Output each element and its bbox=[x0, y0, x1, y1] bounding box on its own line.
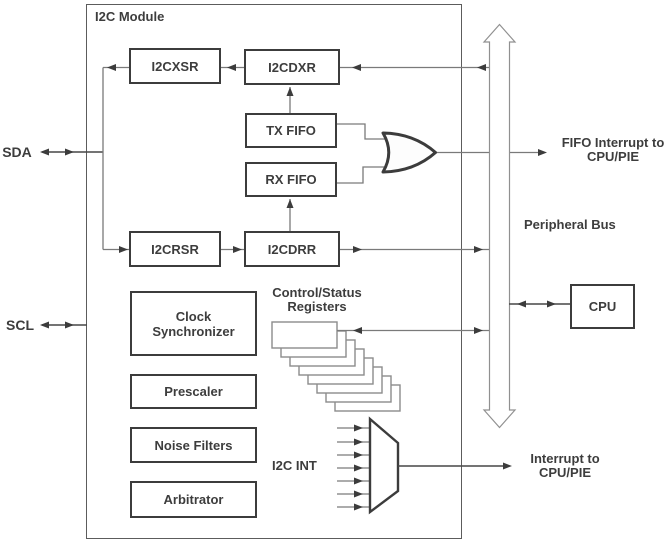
registers-to-bus-arrow bbox=[337, 327, 489, 334]
block-i2cdxr: I2CDXR bbox=[244, 49, 340, 85]
arrow-right-icon bbox=[354, 451, 363, 459]
block-prescaler: Prescaler bbox=[130, 374, 257, 409]
arrow-right-icon bbox=[119, 246, 128, 253]
fifo-interrupt-line2: CPU/PIE bbox=[586, 149, 639, 164]
control-status-line1: Control/Status bbox=[272, 285, 362, 300]
arrow-right-icon bbox=[354, 503, 363, 511]
arrow-right-icon bbox=[474, 327, 483, 334]
arrow-right-icon bbox=[353, 246, 362, 253]
interrupt-output-arrow bbox=[398, 462, 512, 470]
block-label: Clock Synchronizer bbox=[152, 308, 235, 339]
register-sheet bbox=[271, 321, 338, 349]
arrow-right-icon bbox=[65, 321, 74, 329]
i2c-int-label: I2C INT bbox=[272, 458, 317, 473]
interrupt-mux bbox=[368, 416, 400, 515]
arrow-left-icon bbox=[40, 148, 49, 156]
arrow-up-icon bbox=[286, 199, 294, 208]
sda-bidirectional-arrow bbox=[40, 148, 103, 156]
peripheral-bus-arrow bbox=[482, 23, 517, 429]
arrow-left-icon bbox=[517, 300, 526, 308]
arrow-left-icon bbox=[40, 321, 49, 329]
i2cdrr-to-bus-arrow bbox=[340, 246, 489, 253]
block-label: Noise Filters bbox=[154, 437, 233, 453]
block-i2cdrr: I2CDRR bbox=[244, 231, 340, 267]
scl-bidirectional-arrow bbox=[40, 321, 87, 329]
txfifo-to-i2cdxr-arrow bbox=[286, 87, 294, 113]
block-label: CPU bbox=[588, 299, 617, 314]
block-label: I2CRSR bbox=[151, 241, 199, 257]
txfifo-to-orgate-line bbox=[337, 123, 386, 140]
block-noise-filters: Noise Filters bbox=[130, 427, 257, 463]
block-label: I2CDRR bbox=[267, 241, 317, 257]
block-tx-fifo: TX FIFO bbox=[245, 113, 337, 148]
module-title: I2C Module bbox=[95, 9, 165, 24]
bus-to-cpu-arrow bbox=[509, 300, 570, 308]
arrow-right-icon bbox=[547, 300, 556, 308]
i2cdxr-to-i2cxsr-arrow bbox=[221, 64, 244, 71]
fifo-interrupt-label: FIFO Interrupt to CPU/PIE bbox=[557, 136, 669, 164]
i2c-module-boundary bbox=[86, 4, 462, 539]
block-label: I2CDXR bbox=[268, 59, 316, 75]
arrow-left-icon bbox=[107, 64, 116, 71]
rxfifo-to-orgate-line bbox=[337, 166, 386, 184]
arrow-left-icon bbox=[352, 64, 361, 71]
block-label: TX FIFO bbox=[266, 123, 316, 138]
arrow-left-icon bbox=[227, 64, 236, 71]
arrow-right-icon bbox=[65, 148, 74, 156]
block-label: Arbitrator bbox=[163, 492, 224, 507]
block-rx-fifo: RX FIFO bbox=[245, 162, 337, 197]
arrow-left-icon bbox=[353, 327, 362, 334]
arrow-up-icon bbox=[286, 87, 294, 96]
fifo-interrupt-line1: FIFO Interrupt to bbox=[561, 135, 665, 150]
i2cdrr-to-rxfifo-arrow bbox=[286, 199, 294, 231]
block-label: RX FIFO bbox=[265, 172, 317, 187]
control-status-registers-stack bbox=[271, 321, 401, 412]
interrupt-to-line1: Interrupt to bbox=[530, 451, 600, 466]
or-gate bbox=[381, 131, 437, 174]
block-arbitrator: Arbitrator bbox=[130, 481, 257, 518]
block-i2cxsr: I2CXSR bbox=[129, 48, 221, 84]
arrow-right-icon bbox=[354, 490, 363, 498]
control-status-line2: Registers bbox=[287, 299, 347, 314]
arrow-right-icon bbox=[354, 424, 363, 432]
interrupt-to-line2: CPU/PIE bbox=[538, 465, 591, 480]
arrow-right-icon bbox=[354, 477, 363, 485]
arrow-right-icon bbox=[538, 149, 547, 156]
fifo-interrupt-arrow bbox=[436, 149, 547, 156]
connector-line bbox=[337, 123, 386, 140]
arrow-left-icon bbox=[477, 64, 486, 71]
sda-branch-lines bbox=[102, 64, 129, 253]
scl-label: SCL bbox=[6, 317, 34, 333]
block-label: I2CXSR bbox=[151, 58, 199, 74]
bus-to-i2cdxr-arrow bbox=[340, 64, 489, 71]
arrow-right-icon bbox=[233, 246, 242, 253]
control-status-registers-label: Control/Status Registers bbox=[266, 286, 368, 314]
arrow-right-icon bbox=[503, 462, 512, 470]
sda-label: SDA bbox=[2, 144, 32, 160]
block-i2crsr: I2CRSR bbox=[129, 231, 221, 267]
i2crsr-to-i2cdrr-arrow bbox=[221, 246, 244, 253]
arrow-right-icon bbox=[354, 464, 363, 472]
connector-line bbox=[337, 166, 386, 184]
interrupt-to-label: Interrupt to CPU/PIE bbox=[519, 452, 611, 480]
mux-input-arrows bbox=[337, 424, 370, 511]
block-label: Prescaler bbox=[164, 384, 223, 399]
block-cpu: CPU bbox=[570, 284, 635, 329]
block-clock-synchronizer: Clock Synchronizer bbox=[130, 291, 257, 356]
arrow-right-icon bbox=[474, 246, 483, 253]
arrow-right-icon bbox=[354, 438, 363, 446]
peripheral-bus-label: Peripheral Bus bbox=[524, 217, 616, 232]
